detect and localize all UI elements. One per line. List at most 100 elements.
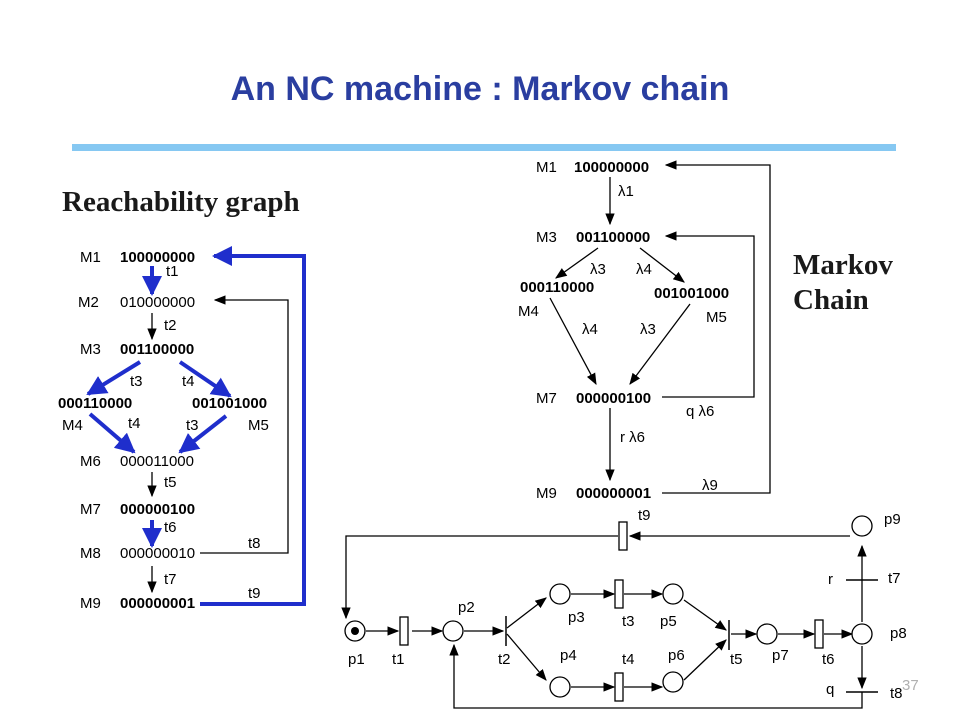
pn-place-p5 — [662, 583, 684, 605]
mc-state-name: M7 — [536, 390, 557, 407]
mc-rate-label: λ1 — [618, 183, 634, 200]
mc-state-code: 000000001 — [576, 485, 651, 502]
rg-transition-label: t4 — [182, 373, 195, 390]
mc-arc — [549, 297, 597, 386]
rg-transition-label: t3 — [130, 373, 143, 390]
mc-state-name: M9 — [536, 485, 557, 502]
pn-arc — [341, 535, 618, 620]
pn-place-label: p8 — [890, 625, 907, 642]
mc-state-code: 001100000 — [576, 229, 650, 246]
pn-place-p2 — [442, 620, 464, 642]
rg-arc-t9-highlight — [200, 246, 306, 606]
petri-net: p1 p2 p3 p4 p5 p6 p7 p8 p9 t1 t2 t3 t4 t… — [341, 507, 907, 709]
pn-place-label: p2 — [458, 599, 475, 616]
pn-place-p4 — [549, 676, 571, 698]
pn-arc — [506, 597, 547, 629]
pn-arc — [449, 643, 863, 709]
rg-marking-code: 001001000 — [192, 395, 267, 412]
pn-transition-label: t2 — [498, 651, 511, 668]
pn-transition-label: t9 — [638, 507, 651, 524]
rg-arc-highlight — [88, 412, 136, 454]
pn-transition-label: t5 — [730, 651, 743, 668]
mc-state-name: M3 — [536, 229, 557, 246]
pn-transition-label: t8 — [890, 685, 903, 702]
reachability-graph: M1 M2 M3 M4 M5 M6 M7 M8 M9 100000000 010… — [58, 246, 306, 612]
mc-state-name: M4 — [518, 303, 539, 320]
pn-transition-t6 — [814, 619, 824, 649]
pn-probability-label: q — [826, 681, 834, 698]
pn-transition-label: t7 — [888, 570, 901, 587]
pn-transition-t3 — [614, 579, 624, 609]
rg-arc-highlight — [86, 360, 142, 396]
slide-title: An NC machine : Markov chain — [230, 70, 730, 108]
pn-place-p8 — [851, 623, 873, 645]
rg-marking-code: 000011000 — [120, 453, 194, 470]
rg-arc-highlight — [178, 414, 228, 454]
rg-marking-name: M8 — [80, 545, 101, 562]
pn-place-p9 — [851, 515, 873, 537]
slide-number: 37 — [902, 677, 919, 694]
pn-transition-t9 — [618, 521, 628, 551]
mc-state-name: M5 — [706, 309, 727, 326]
mc-arc — [629, 303, 691, 385]
pn-place-label: p7 — [772, 647, 789, 664]
mc-arc — [639, 247, 685, 283]
rg-arc-highlight — [178, 360, 232, 398]
pn-transition-label: t1 — [392, 651, 405, 668]
title-underline — [72, 144, 896, 151]
rg-marking-code: 010000000 — [120, 294, 195, 311]
rg-transition-label: t6 — [164, 519, 177, 536]
mc-rate-label: r λ6 — [620, 429, 645, 446]
rg-marking-code: 000000010 — [120, 545, 195, 562]
pn-arc — [683, 599, 727, 631]
pn-place-p7 — [756, 623, 778, 645]
rg-transition-label: t8 — [248, 535, 261, 552]
mc-state-code: 100000000 — [574, 159, 649, 176]
pn-place-label: p9 — [884, 511, 901, 528]
mc-state-code: 000000100 — [576, 390, 651, 407]
pn-transition-label: t6 — [822, 651, 835, 668]
pn-place-p6 — [662, 671, 684, 693]
rg-marking-code: 001100000 — [120, 341, 194, 358]
pn-transition-t4 — [614, 672, 624, 702]
rg-transition-label: t1 — [166, 263, 179, 280]
rg-marking-name: M7 — [80, 501, 101, 518]
rg-marking-name: M9 — [80, 595, 101, 612]
mc-rate-label: λ3 — [590, 261, 606, 278]
rg-marking-name: M4 — [62, 417, 83, 434]
pn-probability-label: r — [828, 571, 833, 588]
pn-transition-t1 — [399, 616, 409, 646]
reachability-graph-heading: Reachability graph — [62, 186, 300, 218]
rg-marking-name: M6 — [80, 453, 101, 470]
rg-transition-label: t7 — [164, 571, 177, 588]
pn-transition-label: t3 — [622, 613, 635, 630]
rg-marking-name: M3 — [80, 341, 101, 358]
mc-state-name: M1 — [536, 159, 557, 176]
markov-chain: M1 100000000 M3 001100000 000110000 M4 0… — [518, 159, 771, 502]
pn-place-label: p1 — [348, 651, 365, 668]
pn-place-label: p3 — [568, 609, 585, 626]
pn-place-p3 — [549, 583, 571, 605]
mc-rate-label: q λ6 — [686, 403, 714, 420]
rg-marking-name: M5 — [248, 417, 269, 434]
pn-place-label: p4 — [560, 647, 577, 664]
rg-marking-code: 000110000 — [58, 395, 132, 412]
mc-state-code: 000110000 — [520, 279, 594, 296]
rg-transition-label: t3 — [186, 417, 199, 434]
pn-place-label: p6 — [668, 647, 685, 664]
mc-rate-label: λ4 — [636, 261, 652, 278]
rg-transition-label: t2 — [164, 317, 177, 334]
rg-highlighted-path — [86, 246, 306, 606]
pn-arc — [683, 639, 727, 681]
pn-transition-label: t4 — [622, 651, 635, 668]
mc-arc-return-m1 — [662, 160, 771, 494]
pn-place-label: p5 — [660, 613, 677, 630]
mc-arc — [555, 247, 599, 279]
rg-marking-code: 000000001 — [120, 595, 195, 612]
rg-marking-name: M2 — [78, 294, 99, 311]
pn-arc — [506, 633, 547, 681]
mc-rate-label: λ3 — [640, 321, 656, 338]
rg-marking-code: 000000100 — [120, 501, 195, 518]
mc-state-code: 001001000 — [654, 285, 729, 302]
